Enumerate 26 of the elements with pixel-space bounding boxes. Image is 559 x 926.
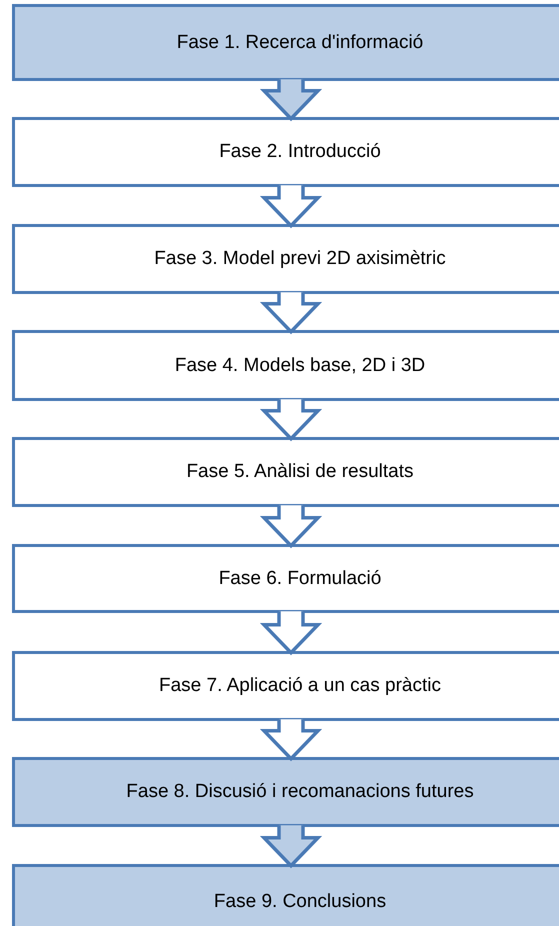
block-arrow — [260, 610, 322, 656]
block-arrow — [260, 718, 322, 762]
process-box — [12, 224, 559, 294]
process-box — [12, 864, 559, 926]
process-box — [12, 757, 559, 827]
block-arrow — [260, 78, 322, 122]
phase-label: Fase 1. Recerca d'informació — [176, 32, 424, 52]
phase-label: Fase 2. Introducció — [219, 141, 381, 162]
phase-label: Fase 4. Models base, 2D i 3D — [174, 354, 426, 376]
process-box — [12, 544, 559, 613]
phase-label: Fase 7. Aplicació a un cas pràctic — [159, 675, 441, 696]
phase-label: Fase 9. Conclusions — [214, 891, 386, 912]
block-arrow — [260, 824, 322, 868]
phase-label: Fase 6. Formulació — [218, 568, 382, 588]
block-arrow — [260, 398, 322, 442]
process-box — [12, 330, 559, 401]
block-arrow — [260, 290, 322, 334]
phase-label: Fase 5. Anàlisi de resultats — [186, 461, 414, 482]
process-box — [12, 651, 559, 721]
process-box — [12, 4, 559, 81]
block-arrow — [260, 504, 322, 548]
block-arrow — [260, 184, 322, 228]
process-box — [12, 437, 559, 507]
phase-label: Fase 3. Model previ 2D axisimètric — [154, 248, 446, 269]
phase-label: Fase 8. Discusió i recomanacions futures — [126, 781, 474, 802]
process-box — [12, 117, 559, 187]
